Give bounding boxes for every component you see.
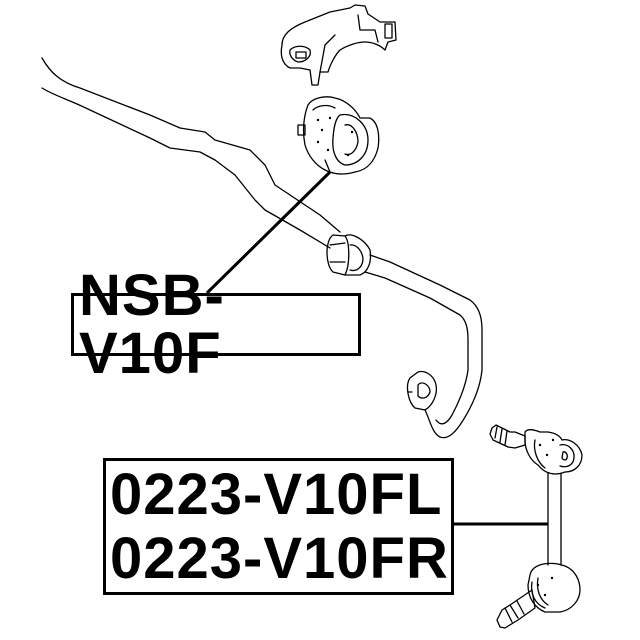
bar-bushing-ring bbox=[326, 234, 372, 276]
bar-end-clamp bbox=[406, 370, 438, 411]
bushing-bracket bbox=[280, 4, 397, 86]
bushing bbox=[297, 96, 380, 175]
part-number-0223-v10fl: 0223-V10FL bbox=[110, 461, 443, 527]
part-number-nsb-v10f: NSB-V10F bbox=[79, 262, 225, 386]
link-dots bbox=[536, 438, 555, 597]
part-number-label-link: 0223-V10FL 0223-V10FR bbox=[103, 458, 454, 595]
stabilizer-bar bbox=[41, 57, 483, 439]
bushing-dots bbox=[316, 116, 354, 157]
stabilizer-link bbox=[489, 424, 583, 629]
part-number-label-nsb: NSB-V10F bbox=[71, 266, 361, 382]
leader-line-nsb bbox=[205, 170, 332, 295]
part-number-0223-v10fr: 0223-V10FR bbox=[110, 525, 449, 591]
